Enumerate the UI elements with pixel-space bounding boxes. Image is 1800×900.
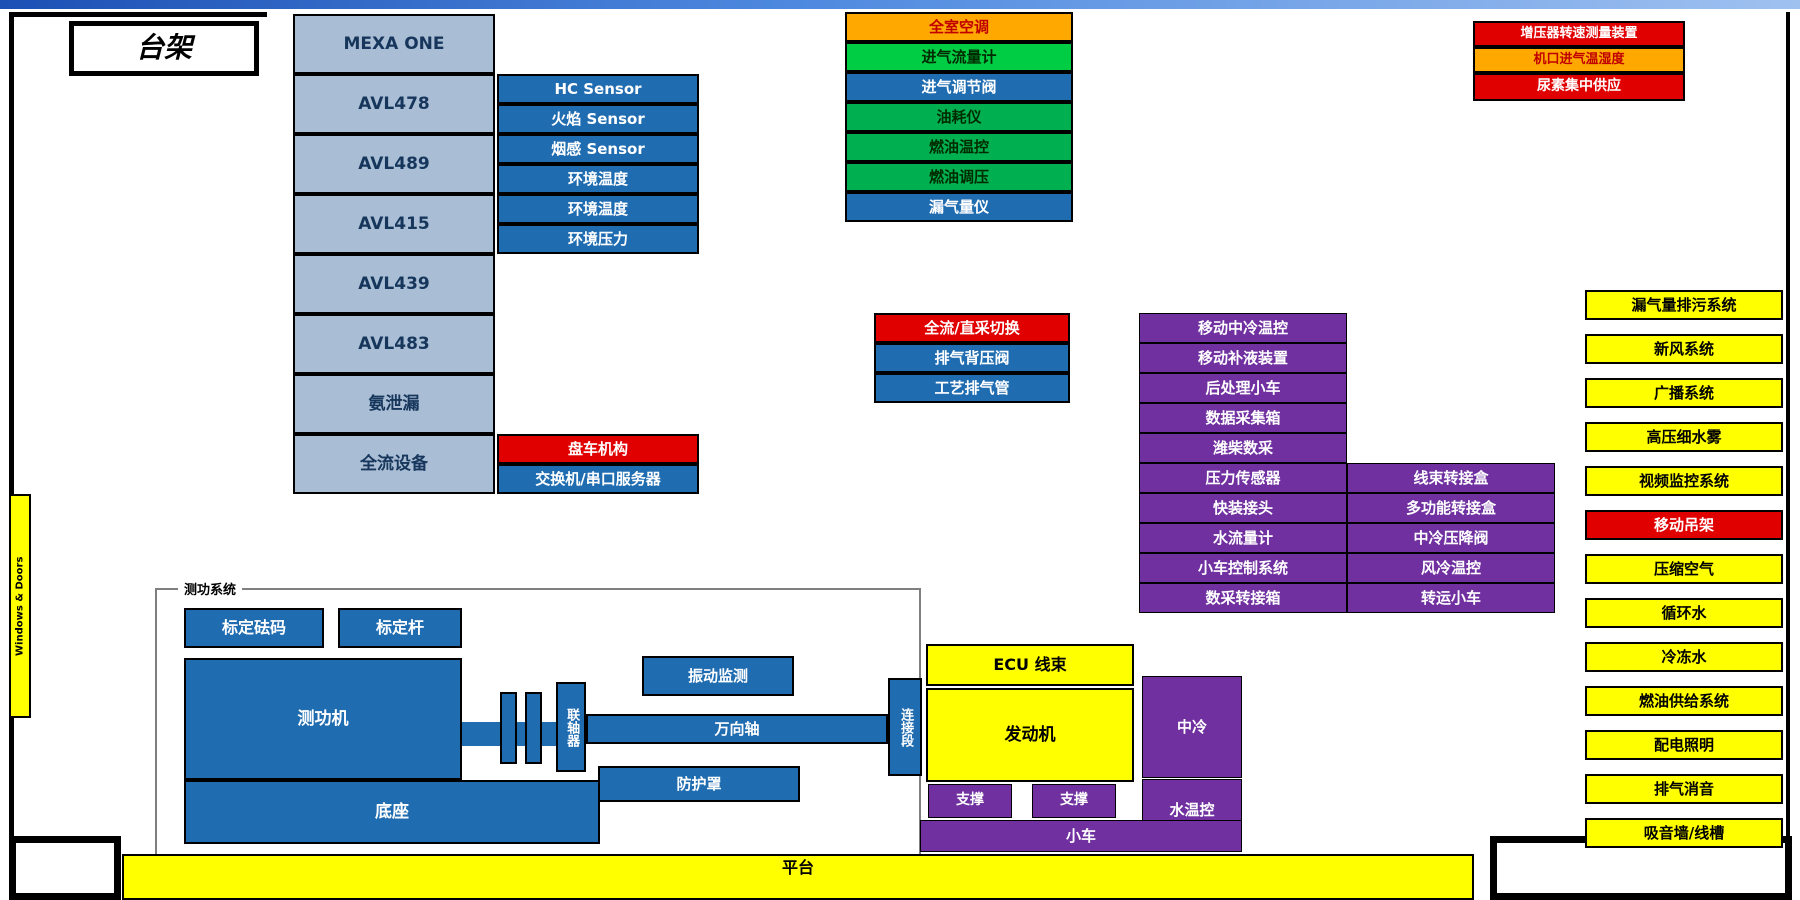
quick-connector-box: 快装接头 [1139, 493, 1347, 523]
coupling-box: 联轴器 [556, 682, 586, 772]
data-acquisition-box: 数据采集箱 [1139, 403, 1347, 433]
facility-exhaust-silencer: 排气消音 [1585, 774, 1783, 804]
turbo-speed-measure-box: 增压器转速测量装置 [1473, 21, 1685, 47]
fuel-pressure-box: 燃油调压 [845, 162, 1073, 192]
sensor-smoke: 烟感 Sensor [497, 134, 699, 164]
facility-fresh-air: 新风系统 [1585, 334, 1783, 364]
dyno-base-box: 底座 [184, 780, 600, 844]
switch-serial-server-box: 交换机/串口服务器 [497, 464, 699, 494]
support-right-box: 支撑 [1032, 784, 1116, 818]
dyno-system-label: 测功系统 [178, 579, 243, 598]
rack-item-mexa-one: MEXA ONE [293, 14, 495, 74]
intercooler-pressure-valve-box: 中冷压降阀 [1347, 523, 1555, 553]
support-left-box: 支撑 [928, 784, 1012, 818]
door-strip: Windows & Doors [9, 494, 31, 718]
rack-item-avl483: AVL483 [293, 314, 495, 374]
rack-item-avl478: AVL478 [293, 74, 495, 134]
bench-title-box: 台架 [69, 21, 259, 76]
dynamometer-box: 测功机 [184, 658, 462, 780]
weichai-daq-box: 潍柴数采 [1139, 433, 1347, 463]
fuel-meter-box: 油耗仪 [845, 102, 1073, 132]
engine-box: 发动机 [926, 688, 1134, 782]
mobile-fluid-refill-box: 移动补液装置 [1139, 343, 1347, 373]
engine-cart-box: 小车 [920, 820, 1242, 852]
fullflow-direct-switch-box: 全流/直采切换 [874, 313, 1070, 343]
harness-adapter-box: 线束转接盒 [1347, 463, 1555, 493]
facility-fuel-supply: 燃油供给系统 [1585, 686, 1783, 716]
coupling-disc-1 [500, 692, 517, 764]
rack-item-ammonia-leak: 氨泄漏 [293, 374, 495, 434]
sensor-ambient-temp-2: 环境温度 [497, 194, 699, 224]
water-flow-meter-box: 水流量计 [1139, 523, 1347, 553]
aftertreatment-cart-box: 后处理小车 [1139, 373, 1347, 403]
wall-top-left [9, 12, 267, 17]
intercooler-box: 中冷 [1142, 676, 1242, 778]
daq-adapter-box: 数采转接箱 [1139, 583, 1347, 613]
intake-valve-box: 进气调节阀 [845, 72, 1073, 102]
guard-cover-box: 防护罩 [598, 766, 800, 802]
pressure-sensor-box: 压力传感器 [1139, 463, 1347, 493]
facility-acoustic-wall: 吸音墙/线槽 [1585, 818, 1783, 848]
calibration-weights-box: 标定砝码 [184, 608, 324, 648]
facility-blowby-drain: 漏气量排污系统 [1585, 290, 1783, 320]
platform-box: 平台 [122, 854, 1474, 900]
rack-item-avl415: AVL415 [293, 194, 495, 254]
barring-gear-box: 盘车机构 [497, 434, 699, 464]
urea-supply-box: 尿素集中供应 [1473, 73, 1685, 101]
facility-video-monitor: 视频监控系统 [1585, 466, 1783, 496]
rack-item-avl489: AVL489 [293, 134, 495, 194]
facility-chilled-water: 冷冻水 [1585, 642, 1783, 672]
ecu-harness-box: ECU 线束 [926, 644, 1134, 686]
cart-control-system-box: 小车控制系统 [1139, 553, 1347, 583]
facility-water-mist: 高压细水雾 [1585, 422, 1783, 452]
window-top-bar [0, 0, 1800, 9]
rack-item-avl439: AVL439 [293, 254, 495, 314]
blowby-meter-box: 漏气量仪 [845, 192, 1073, 222]
sensor-ambient-pressure: 环境压力 [497, 224, 699, 254]
adapter-section-box: 连接段 [888, 678, 922, 776]
coupling-disc-2 [525, 692, 542, 764]
intake-flow-meter-box: 进气流量计 [845, 42, 1073, 72]
transfer-cart-box: 转运小车 [1347, 583, 1555, 613]
wall-left-lower [9, 718, 14, 838]
corner-box-bottom-left [9, 836, 121, 900]
facility-circulating-water: 循环水 [1585, 598, 1783, 628]
exhaust-backpressure-box: 排气背压阀 [874, 343, 1070, 373]
sensor-ambient-temp-1: 环境温度 [497, 164, 699, 194]
air-cooled-temp-box: 风冷温控 [1347, 553, 1555, 583]
mobile-intercooler-temp-box: 移动中冷温控 [1139, 313, 1347, 343]
sensor-flame: 火焰 Sensor [497, 104, 699, 134]
room-ac-box: 全室空调 [845, 12, 1073, 42]
facility-power-lighting: 配电照明 [1585, 730, 1783, 760]
sensor-hc: HC Sensor [497, 74, 699, 104]
wall-right [1786, 12, 1790, 836]
facility-mobile-hoist: 移动吊架 [1585, 510, 1783, 540]
process-exhaust-pipe-box: 工艺排气管 [874, 373, 1070, 403]
facility-broadcast: 广播系统 [1585, 378, 1783, 408]
rack-item-full-flow: 全流设备 [293, 434, 495, 494]
calibration-rod-box: 标定杆 [338, 608, 462, 648]
wall-left-upper [9, 12, 14, 494]
fuel-temp-control-box: 燃油温控 [845, 132, 1073, 162]
facility-compressed-air: 压缩空气 [1585, 554, 1783, 584]
universal-shaft-box: 万向轴 [586, 714, 888, 744]
inlet-temp-humidity-box: 机口进气温湿度 [1473, 47, 1685, 73]
vibration-monitor-box: 振动监测 [642, 656, 794, 696]
multifunction-adapter-box: 多功能转接盒 [1347, 493, 1555, 523]
